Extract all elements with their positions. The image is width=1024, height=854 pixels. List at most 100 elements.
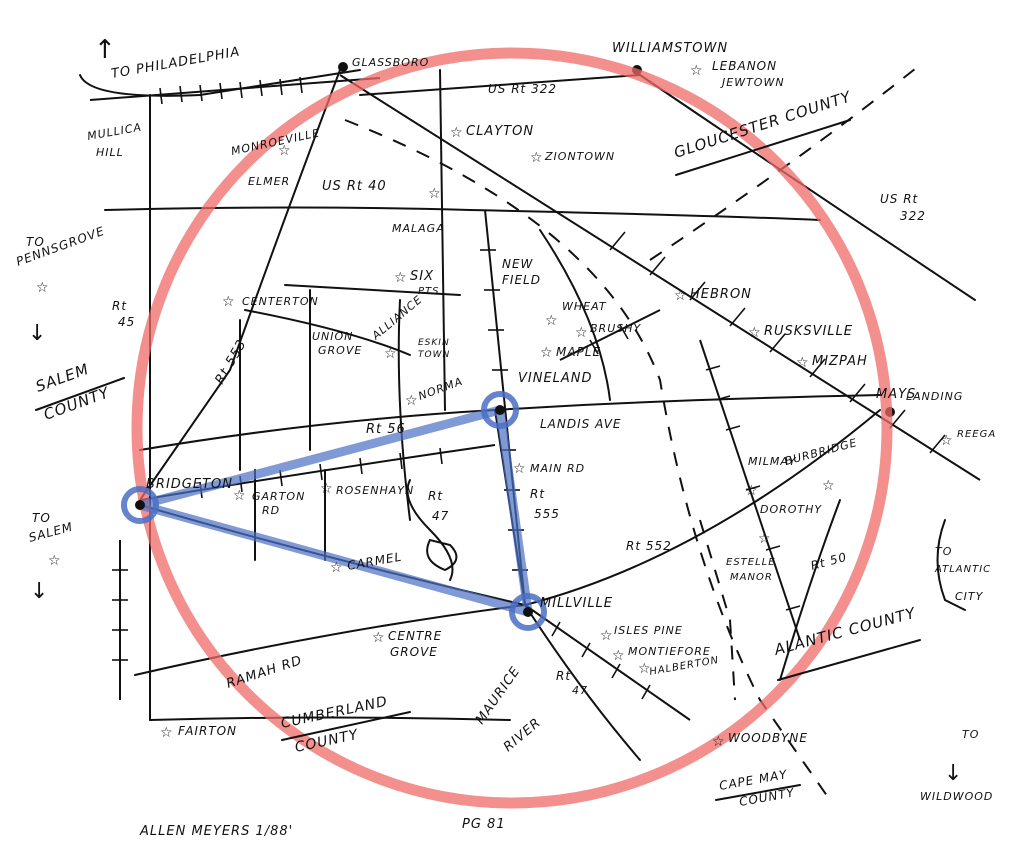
woodbyne-star-icon: ☆ — [712, 734, 725, 750]
burbridge-star-icon: ☆ — [822, 478, 835, 494]
gloucester-underline — [675, 119, 851, 176]
rail-diagonal — [339, 74, 981, 481]
rail-woodbyne-ties — [551, 621, 651, 700]
road-us322-top — [359, 74, 641, 96]
label-rt45-2: 45 — [118, 315, 135, 329]
malaga-star-icon: ☆ — [428, 186, 441, 202]
label-rosenhayn: ROSENHAYN — [336, 484, 414, 497]
label-brushy: BRUSHY — [590, 322, 641, 335]
rusksville-star-icon: ☆ — [748, 325, 761, 341]
centre-grove-star-icon: ☆ — [372, 630, 385, 646]
vineland-marker — [481, 391, 519, 429]
road-rt552 — [524, 409, 881, 606]
road-newfield — [539, 229, 611, 401]
lake — [426, 538, 458, 572]
label-manor: MANOR — [730, 572, 773, 583]
road-us40 — [104, 206, 821, 221]
label-rt555-1: Rt — [530, 487, 545, 501]
label-dorothy: DOROTHY — [760, 503, 822, 516]
boundary-estelle — [699, 519, 736, 701]
label-union: UNION — [312, 330, 353, 343]
label-rt47-1: Rt — [428, 489, 443, 503]
label-main-rd: MAIN RD — [530, 462, 585, 475]
label-eskin: ESKIN — [418, 338, 450, 348]
label-hebron: HEBRON — [690, 287, 752, 302]
road-rt553 — [139, 69, 341, 501]
rail-top — [89, 77, 381, 101]
label-rt50: Rt 50 — [809, 550, 848, 573]
cumberland-underline — [281, 711, 411, 741]
clayton-star-icon: ☆ — [450, 125, 463, 141]
hebron-star-icon: ☆ — [674, 288, 687, 304]
label-us322-top: US Rt 322 — [488, 82, 557, 96]
label-rt553: Rt 553 — [212, 337, 250, 387]
label-rusksville: RUSKSVILLE — [764, 324, 853, 339]
bridgeton-dot — [135, 500, 145, 510]
label-atlantic: ATLANTIC — [934, 564, 991, 575]
label-to-philadelphia: TO PHILADELPHIA — [110, 44, 241, 81]
label-halberton: HALBERTON — [649, 655, 720, 678]
road-ramah-rd — [134, 604, 526, 676]
centerton-star-icon: ☆ — [222, 294, 235, 310]
label-fairton: FAIRTON — [178, 724, 237, 738]
label-new: NEW — [502, 257, 534, 271]
rail-milmay-ties — [705, 365, 801, 611]
ziontown-star-icon: ☆ — [530, 150, 543, 166]
label-river: RIVER — [501, 715, 544, 755]
label-cape-may-county-2: COUNTY — [738, 785, 796, 809]
road-centerton-link — [244, 309, 411, 356]
main-rd-star-icon: ☆ — [513, 461, 526, 477]
label-reega: REEGA — [957, 429, 996, 440]
label-milmay: MILMAY — [748, 455, 797, 468]
rail-maple — [559, 309, 661, 361]
label-to-wildwood-to: TO — [962, 728, 979, 741]
label-estelle: ESTELLE — [726, 557, 776, 568]
highlight-circle — [131, 47, 893, 809]
label-mizpah: MIZPAH — [812, 354, 868, 369]
label-bridgeton: BRIDGETON — [146, 477, 233, 492]
label-centre: CENTRE — [388, 629, 442, 643]
millville-dot — [523, 607, 533, 617]
label-pts: PTS — [418, 286, 440, 297]
pennsgrove-star-icon: ☆ — [36, 280, 49, 296]
label-salem-county-1: SALEM — [33, 360, 91, 396]
halberton-star-icon: ☆ — [638, 661, 651, 677]
glassboro-dot — [338, 62, 348, 72]
label-us322-right-2: 322 — [900, 209, 926, 223]
road-lake-outline — [406, 479, 454, 581]
mizpah-star-icon: ☆ — [796, 355, 809, 371]
label-to-pennsgrove-to: TO — [26, 235, 45, 249]
rosenhayn-star-icon: ☆ — [320, 481, 333, 497]
fairton-star-icon: ☆ — [160, 725, 173, 741]
label-centre-grove: GROVE — [390, 645, 438, 659]
isles-pine-star-icon: ☆ — [600, 628, 613, 644]
label-grove: GROVE — [318, 344, 362, 357]
rail-south-west-ties — [112, 569, 128, 661]
rail-milmay — [699, 339, 801, 641]
label-lebanon: LEBANON — [712, 59, 777, 73]
triangle-edges — [135, 405, 533, 617]
millville-marker — [509, 593, 547, 631]
label-ziontown: ZIONTOWN — [544, 150, 615, 163]
label-rt47-lower-1: Rt — [556, 669, 571, 683]
label-hill: HILL — [96, 146, 124, 159]
monroeville-star-icon: ☆ — [278, 143, 291, 159]
rail-woodbyne — [524, 604, 691, 721]
label-millville: MILLVILLE — [540, 596, 613, 611]
maple-star-icon: ☆ — [540, 345, 553, 361]
road-rt56 — [139, 409, 496, 451]
label-ramah-rd: RAMAH RD — [225, 653, 305, 692]
label-landis-ave: LANDIS AVE — [540, 417, 621, 431]
label-wheat: WHEAT — [562, 300, 607, 313]
atlantic-underline — [777, 639, 921, 681]
boundary-gloucester-atlantic — [649, 64, 921, 261]
label-garton: GARTON — [252, 490, 305, 503]
lebanon-star-icon: ☆ — [690, 63, 703, 79]
six-points-star-icon: ☆ — [394, 270, 407, 286]
arrow-up-icon: ↑ — [94, 35, 116, 65]
label-woodbyne: WOODBYNE — [728, 731, 808, 745]
label-centerton: CENTERTON — [242, 295, 319, 308]
label-isles-pine: ISLES PINE — [614, 624, 683, 637]
label-rt555-2: 555 — [534, 507, 560, 521]
label-williamstown: WILLIAMSTOWN — [612, 41, 728, 56]
